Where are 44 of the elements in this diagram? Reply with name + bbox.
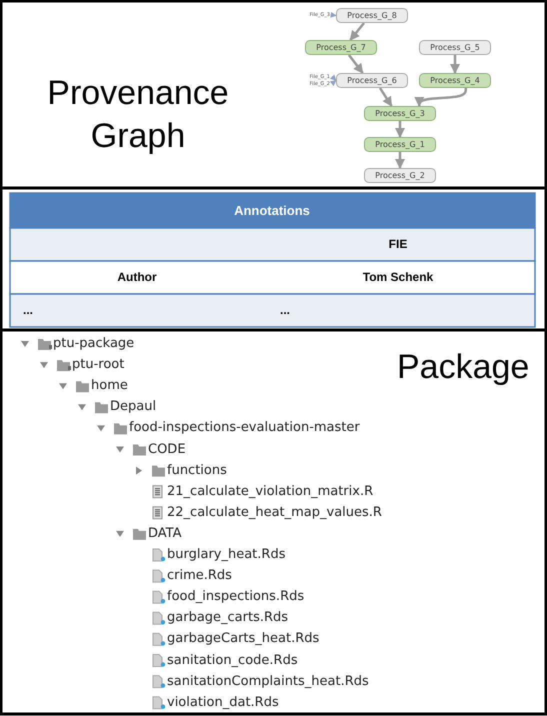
arrow [414,88,468,107]
tree-item-label: home [91,378,128,394]
panel-title: Package [397,347,530,388]
arrow [378,87,393,107]
table-text: Tom Schenk [362,270,434,284]
arrow [348,54,364,74]
arrow [450,55,460,74]
tree-item-label: garbageCarts_heat.Rds [167,631,320,646]
tree-item-label: ptu-root [72,357,124,372]
arrow [395,152,405,169]
process-node: Process_G_2 [364,168,436,183]
tree-item-label: violation_dat.Rds [167,694,279,710]
table-text: Author [117,270,157,284]
process-node: Process_G_5 [419,40,491,55]
tree-item-label: crime.Rds [167,568,232,584]
tree-item-label: Depaul [110,399,156,414]
table-text: ... [280,303,290,317]
panel-title: Provenance Graph [46,73,230,156]
tree-item-label: garbage_carts.Rds [167,610,288,626]
table-header-text: Annotations [234,203,310,218]
process-node: Process_G_6 [336,73,408,88]
tree-item-label: 21_calculate_violation_matrix.R [167,484,374,499]
arrow [330,74,337,82]
tree-item-label: food-inspections-evaluation-master [129,420,360,436]
tree-item-label: 22_calculate_heat_map_values.R [167,504,382,520]
process-node: Process_G_4 [419,73,491,88]
process-node: Process_G_8 [336,8,408,23]
table-text: ... [23,303,34,317]
arrow [349,22,365,41]
tree-item-label: CODE [148,442,186,456]
tree-item-label: ptu-package [53,336,134,351]
process-node: Process_G_1 [364,137,436,152]
tree-item-label: burglary_heat.Rds [167,547,286,562]
arrow [330,12,337,18]
tree-item-label: sanitation_code.Rds [167,652,298,668]
process-node: Process_G_7 [305,40,377,55]
process-node: Process_G_3 [364,106,436,121]
arrow [330,80,336,86]
tree-item-label: DATA [148,526,182,541]
tree-item-label: functions [167,462,227,478]
table-text: FIE [388,237,408,251]
tree-item-label: food_inspections.Rds [167,589,304,604]
arrow [395,121,405,138]
tree-item-label: sanitationComplaints_heat.Rds [167,674,369,689]
